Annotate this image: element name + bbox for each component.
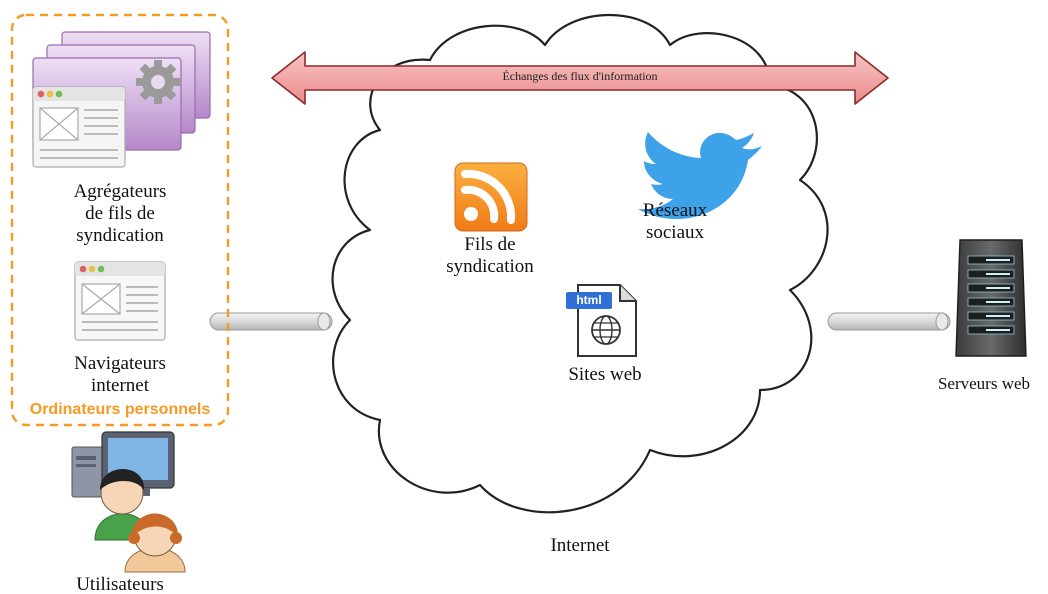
aggregators-label-line: syndication xyxy=(76,225,164,246)
social-label-line: sociaux xyxy=(645,222,705,243)
aggregators-label-line: Agrégateurs xyxy=(73,181,167,202)
internet-cloud xyxy=(331,13,829,514)
right-connection-tube xyxy=(827,312,951,331)
sites-label: Sites web xyxy=(568,364,642,385)
users-label: Utilisateurs xyxy=(76,574,164,594)
personal-computers-title: Ordinateurs personnels xyxy=(29,401,211,418)
window-stack-icon xyxy=(32,31,211,168)
html-document-icon xyxy=(566,284,637,357)
aggregators-label-line: de fils de xyxy=(85,203,155,224)
feeds-label-line: Fils de xyxy=(464,234,516,255)
twitter-bird-icon xyxy=(638,132,762,220)
browsers-label-line: internet xyxy=(90,375,150,396)
aggregators-label: Agrégateurs de fils de syndication xyxy=(35,181,205,247)
feeds-label: Fils de syndication xyxy=(415,234,565,278)
rss-icon xyxy=(454,162,528,232)
personal-computers-group-border xyxy=(10,13,230,427)
internet-label: Internet xyxy=(550,535,610,556)
exchange-arrow-label: Échanges des flux d'information xyxy=(502,69,658,83)
social-label-line: Réseaux xyxy=(642,200,708,221)
feeds-label-line: syndication xyxy=(446,256,534,277)
gear-icon xyxy=(136,60,180,104)
server-rack-icon xyxy=(955,239,1027,357)
browsers-label: Navigateurs internet xyxy=(35,353,205,397)
browsers-label-line: Navigateurs xyxy=(74,353,166,374)
exchange-arrow xyxy=(271,51,889,105)
browser-window-icon xyxy=(74,261,166,341)
users-icon xyxy=(71,431,186,573)
servers-label: Serveurs web xyxy=(937,374,1031,393)
html-badge: html xyxy=(576,293,602,307)
left-connection-tube xyxy=(209,312,333,331)
social-label: Réseaux sociaux xyxy=(600,200,750,244)
